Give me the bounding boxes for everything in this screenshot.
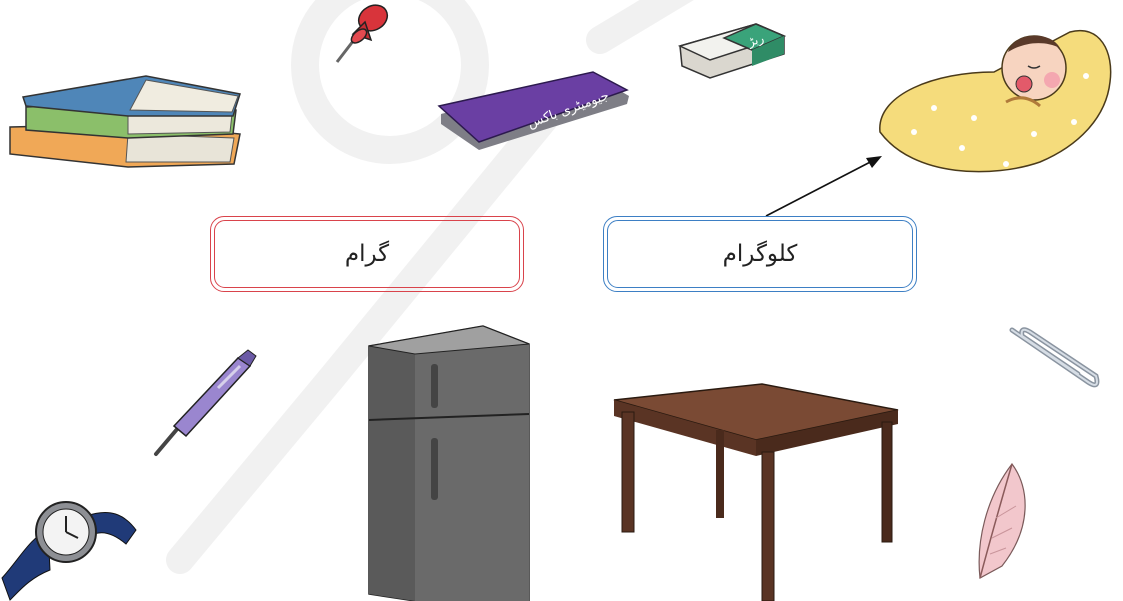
pen-image[interactable] (148, 348, 258, 460)
eraser-label: ربڑ (745, 31, 766, 51)
arrow-kilogram-to-baby (765, 156, 882, 217)
gram-label: گرام (344, 241, 390, 267)
paper-clip-image[interactable] (1008, 320, 1102, 392)
refrigerator-image[interactable] (365, 324, 533, 601)
push-pin-image[interactable] (333, 0, 393, 66)
gram-box[interactable]: گرام (210, 216, 524, 292)
feather-image[interactable] (972, 458, 1036, 582)
books-image[interactable] (8, 72, 241, 172)
table-image[interactable] (612, 382, 900, 601)
baby-image[interactable] (874, 22, 1123, 180)
kilogram-label: کلوگرام (722, 241, 798, 267)
kilogram-box[interactable]: کلوگرام (603, 216, 917, 292)
watch-image[interactable] (0, 478, 140, 601)
eraser-image[interactable]: ربڑ (676, 18, 788, 86)
geometry-box-image[interactable]: جیومیٹری باکس (435, 70, 631, 158)
